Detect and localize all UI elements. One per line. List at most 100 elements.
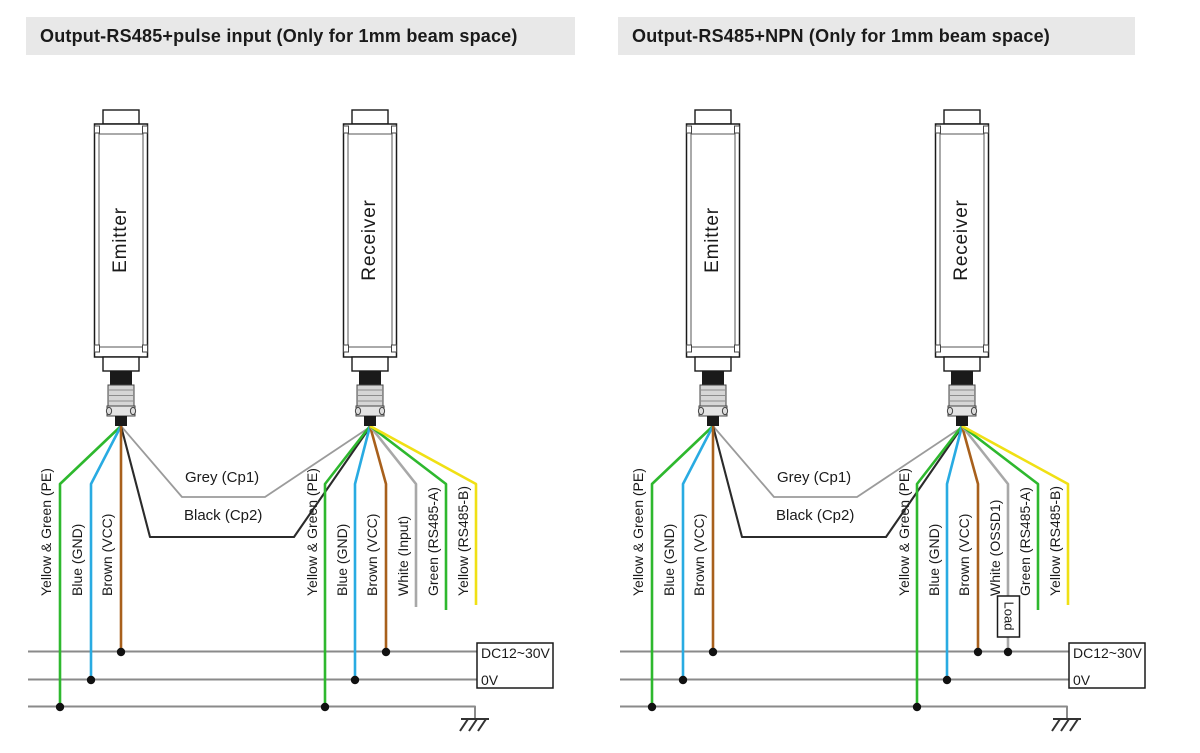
receiver-tower-left — [342, 109, 398, 426]
connector-nut-lug — [721, 406, 729, 416]
tower-corner-tab — [142, 125, 148, 134]
ground-bus-line — [28, 705, 476, 719]
junction-dot — [86, 675, 96, 685]
ground-tick — [1060, 718, 1070, 732]
emitter-gnd-wire — [681, 425, 715, 680]
ground-tick — [459, 718, 469, 732]
tower-body-inner-frame — [347, 133, 393, 348]
tower-top-cap — [351, 109, 389, 125]
junction-dot — [973, 647, 983, 657]
tower-bottom-cap — [351, 356, 389, 372]
power-supply-voltage-right: DC12~30V — [1073, 645, 1142, 661]
tower-corner-tab — [686, 125, 692, 134]
connector-nut-lug — [354, 406, 362, 416]
panel-linework-right — [620, 109, 1146, 732]
earth-ground-icon — [1051, 718, 1081, 732]
tower-top-cap — [102, 109, 140, 125]
wire-label-receiver-vcc-right: Brown (VCC) — [956, 513, 972, 596]
tower-corner-tab — [391, 344, 397, 353]
tower-body — [342, 123, 398, 358]
wire-label-emitter-vcc-left: Brown (VCC) — [99, 513, 115, 596]
emitter-pe-wire — [650, 425, 714, 707]
connector-tip — [956, 416, 968, 426]
junction-dot — [116, 647, 126, 657]
junction-dot — [678, 675, 688, 685]
tower-corner-tab — [343, 125, 349, 134]
tower-corner-tab — [983, 344, 989, 353]
tower-bottom-cap — [943, 356, 981, 372]
connector-tip — [115, 416, 127, 426]
junction-dot — [320, 702, 330, 712]
receiver-vcc-wire — [960, 425, 980, 652]
tower-bottom-cap — [102, 356, 140, 372]
tower-top-cap — [943, 109, 981, 125]
wire-label-emitter-pe-left: Yellow & Green (PE) — [38, 468, 54, 596]
junction-dot — [1003, 647, 1013, 657]
wire-label-receiver-pe-left: Yellow & Green (PE) — [304, 468, 320, 596]
wire-label-emitter-gnd-left: Blue (GND) — [69, 523, 85, 596]
tower-bottom-cap — [694, 356, 732, 372]
wire-label-emitter-pe-right: Yellow & Green (PE) — [630, 468, 646, 596]
wire-label-cp2-left: Black (Cp2) — [184, 507, 263, 524]
tower-corner-tab — [935, 125, 941, 134]
wire-label-cp1-right: Grey (Cp1) — [777, 469, 852, 486]
emitter-gnd-wire — [89, 425, 123, 680]
power-supply-zero-right: 0V — [1073, 672, 1091, 688]
wire-label-receiver-ossd1-right: White (OSSD1) — [987, 499, 1003, 596]
receiver-gnd-wire — [945, 425, 964, 680]
emitter-tower-left — [93, 109, 149, 426]
junction-dot — [912, 702, 922, 712]
tower-body-inner-frame — [98, 133, 144, 348]
ground-bus-line — [620, 705, 1068, 719]
tower-corner-tab — [343, 344, 349, 353]
cp2-wire — [711, 425, 963, 539]
tower-corner-tab — [686, 344, 692, 353]
receiver-white-wire — [960, 425, 1010, 596]
tower-body-inner-frame — [690, 133, 736, 348]
receiver-pe-wire — [915, 425, 964, 707]
load-label: Load — [1001, 601, 1017, 631]
wire-label-receiver-gnd-right: Blue (GND) — [926, 523, 942, 596]
cp2-wire — [119, 425, 371, 539]
junction-dot — [350, 675, 360, 685]
junction-dot — [942, 675, 952, 685]
earth-ground-icon — [459, 718, 489, 732]
connector-nut-lug — [378, 406, 386, 416]
connector-collar — [951, 371, 973, 385]
ground-tick — [468, 718, 478, 732]
receiver-pe-wire — [323, 425, 372, 707]
wire-label-emitter-gnd-right: Blue (GND) — [661, 523, 677, 596]
tower-corner-tab — [391, 125, 397, 134]
emitter-label-right: Emitter — [702, 207, 723, 273]
wire-label-cp2-right: Black (Cp2) — [776, 507, 855, 524]
emitter-pe-wire — [58, 425, 122, 707]
ground-tick — [1051, 718, 1061, 732]
tower-body-inner-frame — [939, 133, 985, 348]
wire-label-receiver-gnd-left: Blue (GND) — [334, 523, 350, 596]
connector-nut-lug — [970, 406, 978, 416]
connector-nut-lug — [946, 406, 954, 416]
connector-nut-lug — [129, 406, 137, 416]
receiver-gnd-wire — [353, 425, 372, 680]
receiver-label-left: Receiver — [359, 199, 380, 281]
connector-nut-lug — [697, 406, 705, 416]
cp1-wire — [712, 425, 963, 498]
ground-tick — [477, 718, 487, 732]
connector-collar — [110, 371, 132, 385]
receiver-vcc-wire — [368, 425, 388, 652]
power-supply-box — [476, 642, 554, 689]
tower-corner-tab — [935, 344, 941, 353]
wire-label-emitter-vcc-right: Brown (VCC) — [691, 513, 707, 596]
receiver-rs485a-wire — [369, 424, 448, 610]
tower-corner-tab — [734, 344, 740, 353]
tower-top-cap — [694, 109, 732, 125]
tower-corner-tab — [142, 344, 148, 353]
power-supply-box — [1068, 642, 1146, 689]
connector-collar — [702, 371, 724, 385]
receiver-label-right: Receiver — [951, 199, 972, 281]
wire-label-receiver-rs485a-right: Green (RS485-A) — [1017, 487, 1033, 596]
panel-title-left: Output-RS485+pulse input (Only for 1mm b… — [26, 17, 575, 55]
tower-corner-tab — [94, 125, 100, 134]
